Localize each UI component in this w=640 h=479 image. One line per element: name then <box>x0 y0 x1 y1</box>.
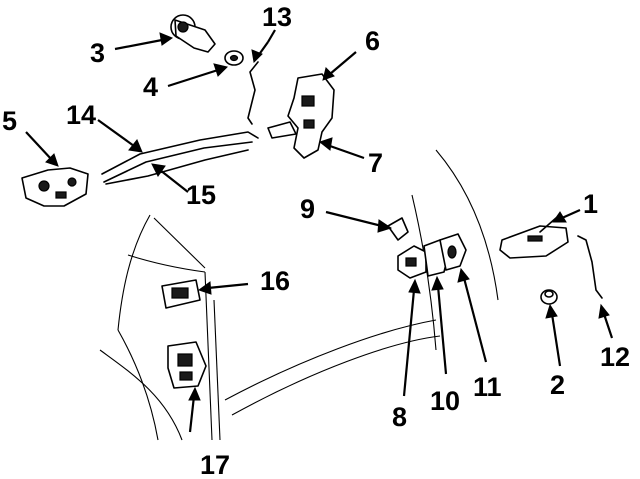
callout-12: 12 <box>600 342 630 372</box>
callout-3: 3 <box>90 38 105 68</box>
callout-15: 15 <box>186 180 216 210</box>
callout-8: 8 <box>392 402 407 432</box>
callout-9: 9 <box>300 194 315 224</box>
callout-16: 16 <box>260 266 290 296</box>
handle-bracket <box>21 167 89 207</box>
lock-rod <box>247 61 259 125</box>
callout-4: 4 <box>143 72 158 102</box>
callout-14: 14 <box>66 100 96 130</box>
callout-2: 2 <box>550 370 565 400</box>
clip <box>387 217 409 241</box>
leader-lines <box>25 29 614 433</box>
callout-5: 5 <box>2 106 17 136</box>
outside-door-handle <box>499 217 569 259</box>
retainer-clip <box>224 50 244 66</box>
lock-cylinder <box>170 14 216 53</box>
control-rods <box>101 131 259 185</box>
callout-1: 1 <box>583 189 598 219</box>
callout-17: 17 <box>200 450 230 479</box>
callout-11: 11 <box>473 372 502 402</box>
callout-13: 13 <box>262 2 292 32</box>
handle-rod <box>577 235 603 299</box>
cap <box>540 289 558 305</box>
callout-10: 10 <box>430 386 460 416</box>
callout-labels: 1 2 3 4 5 6 7 8 9 10 11 12 13 14 15 16 1… <box>2 2 630 479</box>
inside-handle-parts <box>397 233 467 279</box>
callout-6: 6 <box>365 26 380 56</box>
upper-hinge <box>161 279 201 309</box>
callout-7: 7 <box>368 148 383 178</box>
door-latch <box>267 73 335 159</box>
lower-hinge <box>167 341 207 389</box>
